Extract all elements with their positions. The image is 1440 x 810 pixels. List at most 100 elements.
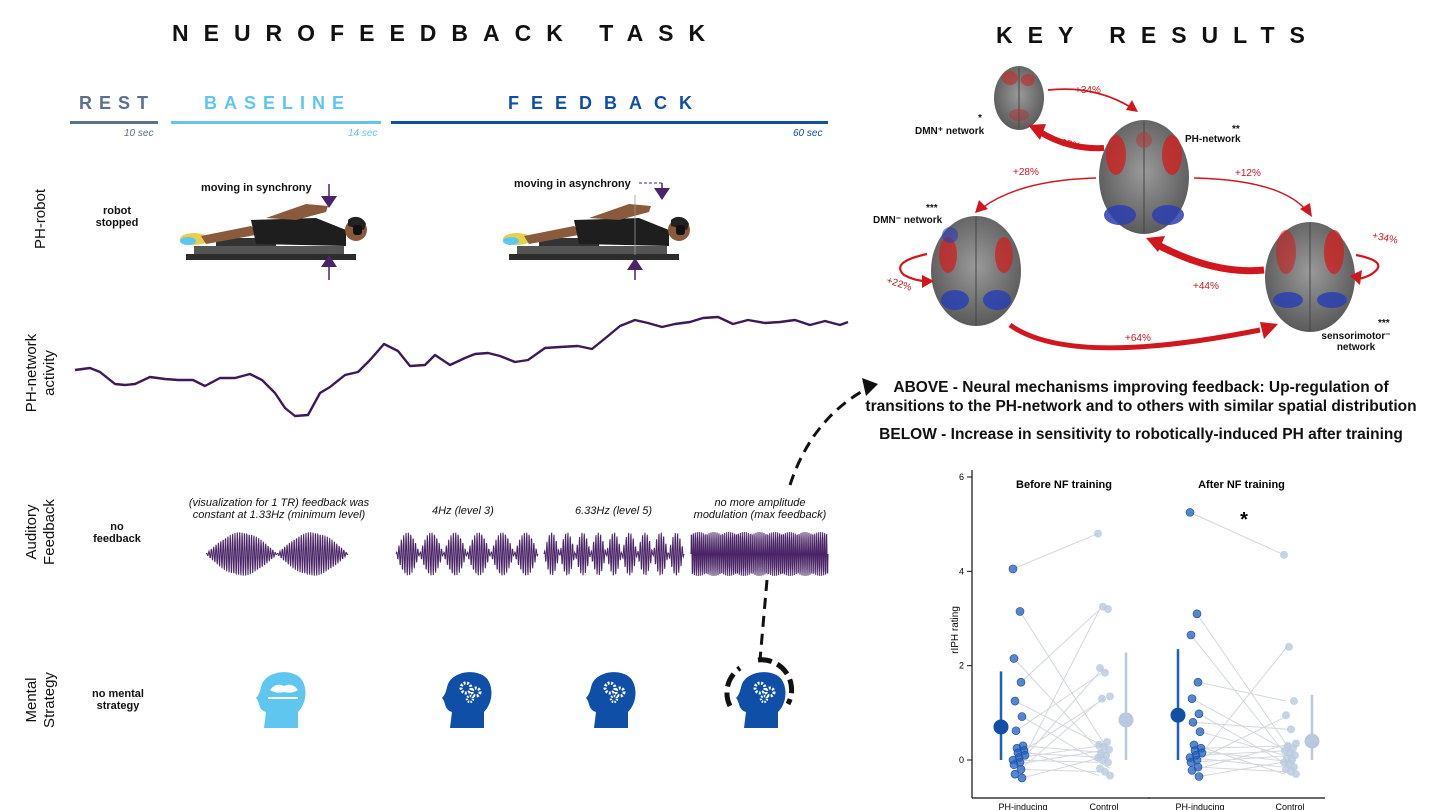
chart-point-control [1290,697,1298,706]
dmn-plus-stars: * [978,113,982,124]
pct-dmnminus-to-sensorimotor: +64% [1125,333,1151,344]
chart-point-ph [1194,772,1204,781]
chart-pair-line [1198,759,1297,778]
chart-point-ph [1016,765,1026,774]
mental-none-label: no mental strategy [92,688,144,712]
chart-point-control [1292,770,1300,779]
chart-pair-line [1024,606,1102,756]
dmn-plus-label: DMN⁺ network [915,126,985,137]
phase-feedback-label: FEEDBACK [508,93,705,113]
chart-point-control [1106,771,1114,780]
head-icon-relaxed [256,672,306,728]
chart-point-ph [1011,726,1021,736]
chart-point-control [1094,529,1102,538]
auditory-max-label: no more amplitude modulation (max feedba… [693,497,827,521]
chart-point-ph [1188,717,1198,727]
neurofeedback-title: NEUROFEEDBACK TASK [172,20,721,46]
chart-point-ph [1009,760,1019,770]
chart-pair-line [1193,744,1286,775]
chart-pair-line [1195,750,1293,756]
chart-pair-line [1017,752,1110,759]
chart-pair-line [1012,533,1099,570]
phase-baseline-bar [171,121,381,124]
chart-pair-line [1018,744,1107,759]
waveform-level3 [395,532,539,576]
sensorimotor-label: sensorimotor⁻ network [1321,331,1391,353]
waveform-level5 [543,532,685,576]
brain-dmn-minus [931,216,1021,326]
robot-stopped-label: robot stopped [95,205,139,229]
chart-significance-star: * [1240,509,1248,531]
chart-pair-line [1196,714,1290,761]
chart-point-control [1098,694,1106,703]
chart-x-category-label: PH-inducing [1175,802,1224,810]
chart-point-ph [1186,758,1196,767]
chart-mean-ph [1170,707,1186,723]
chart-point-control [1104,758,1112,767]
chart-point-control [1282,711,1290,720]
dmn-minus-stars: *** [926,203,938,214]
head-icon-gears-1 [442,672,492,728]
waveform-baseline [205,532,349,576]
chart-pair-line [1190,754,1295,763]
chart-pair-line [1015,672,1103,732]
dmn-minus-label: DMN⁻ network [873,215,943,226]
robot-async-label: moving in asynchrony [514,178,631,190]
chart-pair-line [1196,613,1290,749]
chart-point-control [1104,605,1112,614]
caption-below: BELOW - Increase in sensitivity to robot… [879,426,1403,443]
chart-point-ph [1009,654,1019,663]
chart-point-ph [1185,508,1195,517]
chart-point-ph [1194,709,1204,719]
chart-pair-line [1190,634,1295,766]
auditory-baseline-note: (visualization for 1 TR) feedback was co… [188,497,370,521]
robot-sync-label: moving in synchrony [201,182,312,194]
chart-pair-line [1201,646,1288,754]
chart-point-ph [1186,630,1196,640]
phase-rest-bar [70,121,158,124]
chart-pair-line [1019,667,1104,763]
phase-rest-duration: 10 sec [124,128,154,139]
transition-arrowheads [922,100,1362,339]
chart-mean-control [1118,712,1134,728]
caption-above-line1: ABOVE - Neural mechanisms improving feed… [893,379,1389,396]
chart-y-tick-label: 4 [959,566,964,576]
chart-pair-line [1013,749,1109,766]
phase-baseline-duration: 14 sec [348,128,378,139]
auditory-level3-label: 4Hz (level 3) [432,505,494,517]
chart-pair-line [1200,745,1291,749]
chart-point-ph [1015,607,1025,616]
chart-pair-line [1197,681,1287,702]
phase-baseline-label: BASELINE [204,93,352,113]
phase-feedback-bar [391,121,828,124]
waveform-max [690,531,829,577]
chart-point-ph [1192,609,1202,619]
ph-network-label: PH-network [1185,134,1241,145]
chart-panel-title: Before NF training [1016,479,1112,491]
chart-y-label: rIPH rating [950,606,961,654]
chart-pair-line [1192,721,1289,730]
chart-y-tick-label: 0 [959,755,964,765]
chart-x-category-label: PH-inducing [998,802,1047,810]
chart-mean-ph [993,719,1009,735]
caption-above-line2: transitions to the PH-network and to oth… [865,398,1417,415]
auditory-level5-label: 6.33Hz (level 5) [575,505,653,517]
chart-point-ph [1193,677,1203,687]
chart-pair-line [1014,700,1106,748]
chart-point-ph [1187,766,1197,775]
chart-pair-line [1020,768,1101,773]
pct-dmnplus-to-ph: +34% [1075,85,1101,96]
person-on-robot-sync [180,204,367,260]
chart-point-control [1287,725,1295,734]
chart-pair-line [1014,695,1106,775]
chart-pair-line [1191,743,1292,771]
chart-x-category-label: Control [1275,802,1304,810]
phase-rest-label: REST [79,93,156,113]
person-on-robot-async [503,204,690,260]
chart-panel-title: After NF training [1198,479,1285,491]
